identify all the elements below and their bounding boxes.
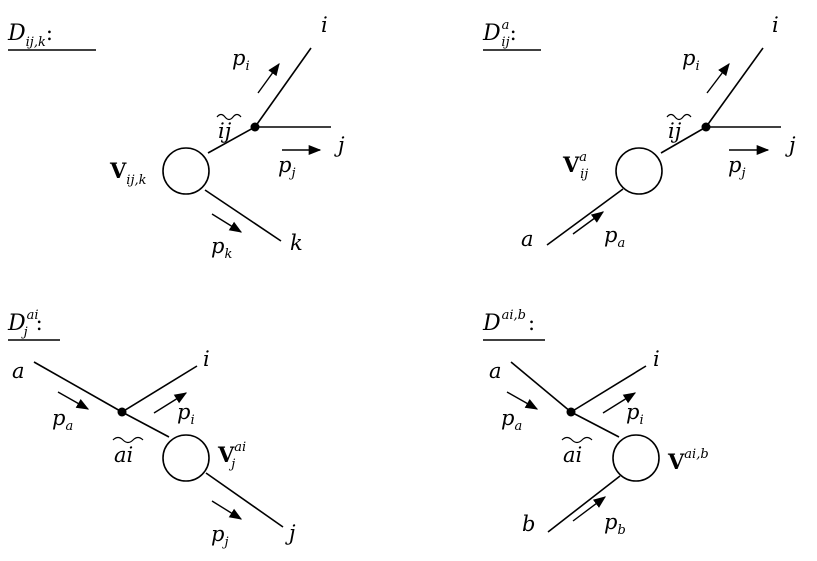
svg-text:ij: ij	[218, 119, 232, 143]
combined-parton-label: ai	[112, 436, 144, 467]
leg-j-line	[205, 472, 284, 528]
momentum-arrow-i	[153, 392, 188, 414]
momentum-label-k: pk	[211, 234, 232, 262]
momentum-label-a: pa	[604, 223, 625, 251]
momentum-arrow-b	[572, 496, 607, 522]
leg-i-line	[570, 365, 647, 413]
leg-a-label: a	[12, 359, 25, 383]
momentum-arrow-k	[211, 213, 243, 233]
momentum-arrow-a	[506, 391, 539, 410]
leg-b-label: b	[522, 512, 535, 536]
emitter-line	[570, 411, 620, 438]
leg-i-label: i	[653, 347, 660, 371]
diagram-initial-initial: Dai,b: Vai,b ai a i b pa pi pb	[482, 308, 709, 538]
diagram-title: Dai,b:	[482, 308, 545, 341]
momentum-label-j: pj	[278, 153, 295, 181]
leg-i-line	[121, 365, 198, 413]
emitter-line	[121, 411, 170, 438]
vertex-blob	[162, 434, 210, 482]
leg-j-label: j	[334, 133, 345, 157]
leg-a-label: a	[489, 359, 502, 383]
momentum-label-i: pi	[232, 46, 250, 74]
splitting-vertex-dot	[117, 407, 127, 417]
momentum-arrow-j	[211, 500, 243, 520]
svg-text:Dij,k:: Dij,k:	[7, 21, 53, 50]
diagram-final-final: Dij,k: Vij,k ij i j k pi pj pk	[7, 13, 345, 262]
vertex-blob	[615, 147, 663, 195]
leg-i-line	[705, 47, 764, 128]
momentum-label-a: pa	[52, 406, 73, 434]
momentum-arrow-a	[57, 391, 90, 410]
leg-a-line	[33, 361, 123, 413]
momentum-label-i: pi	[626, 400, 644, 428]
momentum-arrow-i	[602, 392, 637, 414]
svg-text:ai: ai	[563, 443, 582, 467]
svg-text:ai: ai	[114, 443, 133, 467]
vertex-label: Vai,b	[667, 447, 709, 474]
leg-i-label: i	[772, 13, 779, 37]
svg-text:Dai,b:: Dai,b:	[482, 308, 535, 336]
momentum-arrow-i	[706, 62, 730, 94]
momentum-label-b: pb	[604, 510, 626, 538]
vertex-label: Vij,k	[109, 158, 147, 188]
splitting-vertex-dot	[250, 122, 260, 132]
momentum-arrow-i	[257, 62, 280, 94]
emitter-line	[660, 126, 707, 154]
leg-i-label: i	[203, 347, 210, 371]
diagram-title: Dij,k:	[7, 21, 96, 51]
splitting-vertex-dot	[566, 407, 576, 417]
combined-parton-label: ij	[666, 113, 692, 143]
emitter-line	[207, 126, 256, 154]
leg-i-label: i	[321, 13, 328, 37]
leg-b-line	[547, 475, 621, 533]
splitting-vertex-dot	[701, 122, 711, 132]
leg-k-line	[204, 189, 282, 242]
svg-text:ij: ij	[668, 119, 682, 143]
momentum-label-j: pj	[728, 153, 745, 181]
momentum-label-i: pi	[177, 400, 195, 428]
combined-parton-label: ai	[561, 436, 593, 467]
momentum-arrow-a	[572, 211, 605, 235]
leg-j-label: j	[285, 521, 296, 545]
vertex-blob	[612, 434, 660, 482]
vertex-blob	[162, 147, 210, 195]
leg-j-label: j	[785, 133, 796, 157]
momentum-label-a: pa	[501, 406, 522, 434]
momentum-label-j: pj	[211, 522, 228, 550]
leg-i-line	[254, 47, 312, 128]
leg-a-line	[510, 361, 572, 413]
leg-k-label: k	[290, 231, 303, 255]
combined-parton-label: ij	[216, 113, 242, 143]
leg-a-line	[546, 188, 624, 246]
momentum-label-i: pi	[682, 46, 700, 74]
leg-a-label: a	[521, 227, 534, 251]
